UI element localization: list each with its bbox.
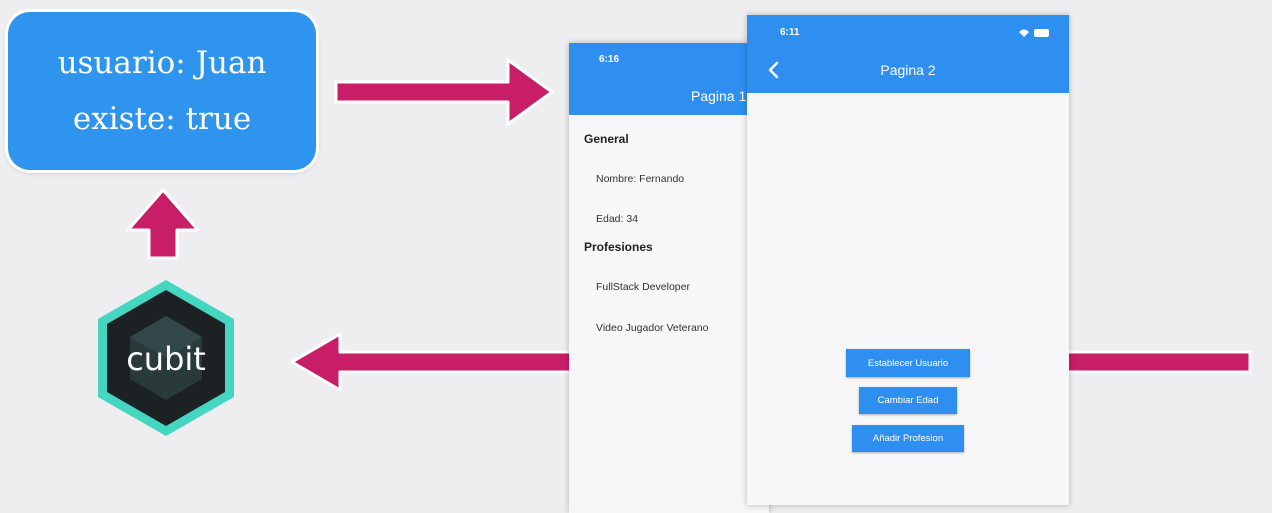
appbar-title: Pagina 2 xyxy=(880,62,936,78)
list-item-profesion: Video Jugador Veterano xyxy=(596,322,709,334)
appbar-pagina-1: 6:16 Pagina 1 xyxy=(569,43,769,115)
state-box: usuario: Juan existe: true xyxy=(8,12,316,170)
appbar-pagina-2: 6:11 Pagina 2 xyxy=(747,15,1069,93)
arrow-state-to-phone xyxy=(334,58,554,126)
wifi-battery-icon xyxy=(1019,29,1049,37)
list-item-nombre: Nombre: Fernando xyxy=(596,173,685,185)
change-age-button[interactable]: Cambiar Edad xyxy=(859,387,957,414)
status-time: 6:11 xyxy=(780,27,800,38)
phone-pagina-1: 6:16 Pagina 1 General Nombre: Fernando E… xyxy=(569,43,769,513)
state-line-existe: existe: true xyxy=(72,101,252,137)
back-chevron-icon[interactable] xyxy=(763,59,785,81)
status-time: 6:16 xyxy=(599,54,620,65)
state-line-usuario: usuario: Juan xyxy=(57,45,267,81)
list-item-profesion: FullStack Developer xyxy=(596,281,690,293)
cubit-hexagon-icon xyxy=(98,280,234,436)
add-profession-button[interactable]: Añadir Profesion xyxy=(852,425,964,452)
cubit-label: cubit xyxy=(126,340,206,378)
appbar-title: Pagina 1 xyxy=(691,88,747,104)
set-user-button[interactable]: Establecer Usuario xyxy=(846,349,970,377)
arrow-cubit-to-state xyxy=(126,188,200,260)
section-profesiones: Profesiones xyxy=(584,240,653,254)
section-general: General xyxy=(584,132,629,146)
phone-pagina-2: 6:11 Pagina 2 xyxy=(747,15,1069,505)
list-item-edad: Edad: 34 xyxy=(596,213,639,225)
cubit-logo: cubit xyxy=(96,278,236,438)
